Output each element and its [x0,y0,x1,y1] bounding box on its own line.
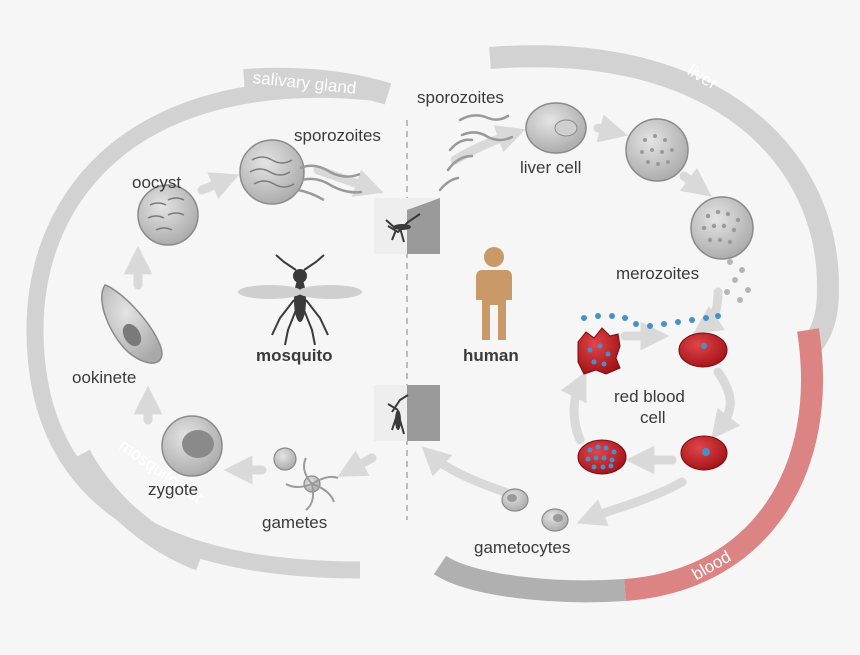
arrow-to-gametocytes [576,477,687,527]
merozoites-label: merozoites [616,264,699,283]
red-blood-cell-label-line1: red blood [614,387,685,406]
cycle-arrows [123,114,741,527]
human-icon [476,247,512,340]
liver-band [489,45,840,352]
oocyst-cell [137,184,199,246]
arrow-gametocytes-to-gametes [337,450,377,477]
sporozoites-mosquito-label: sporozoites [294,126,381,145]
liver-cell-label: liver cell [520,158,581,177]
arrow-rbc-ring [711,367,741,440]
schizont-liver-cell [690,196,754,260]
gametes-label: gametes [262,513,327,532]
merozoites-dots [724,259,751,303]
oocyst-label: oocyst [132,173,181,192]
red-blood-cell-label-line2: cell [640,408,666,427]
arrow-gametocytes-to-mosquito [421,446,510,497]
mosquito-cycle-ring [26,80,373,579]
human-cycle-band: liver blood [433,45,840,603]
mosquito-bite-bottom-icon [374,385,440,441]
arrow-rbc-schizont [560,371,587,445]
mosquito-icon [238,254,362,346]
gametocytes-label: gametocytes [474,538,570,557]
gametes-cells [273,447,339,511]
ookinete-cell [101,284,163,364]
sporozoites-human [438,114,514,192]
zygote-cell [161,415,223,477]
arrow-schizont [679,167,712,197]
mosquito-label: mosquito [256,346,333,365]
zygote-label: zygote [148,480,198,499]
gametocyte-band [433,555,626,603]
blood-label: blood [689,547,735,584]
infected-liver-cell [625,118,689,182]
rbc-schizont [577,439,627,475]
blood-band [624,328,823,601]
mosquito-bite-top-icon [374,198,440,254]
salivary-gland-band [243,67,392,105]
gametocyte-cells [501,488,569,532]
ookinete-label: ookinete [72,368,136,387]
sporozoites-human-label: sporozoites [417,88,504,107]
arrow-liver-cell-growth [593,114,628,143]
arrow-merozoites-release [693,287,725,334]
liver-cell [525,102,587,154]
arrow-oocyst-to-sporozoites [197,172,240,199]
mosquito-gut-band [70,449,205,571]
rbc-ruptured [577,313,721,375]
rbc-infected-ring [678,332,728,368]
arrow-sporozoites-to-gland [313,165,384,197]
sporozoites-burst [239,139,363,205]
rbc-trophozoite [680,435,728,471]
arrow-sporozoites-to-liver [450,125,526,165]
human-label: human [463,346,519,365]
